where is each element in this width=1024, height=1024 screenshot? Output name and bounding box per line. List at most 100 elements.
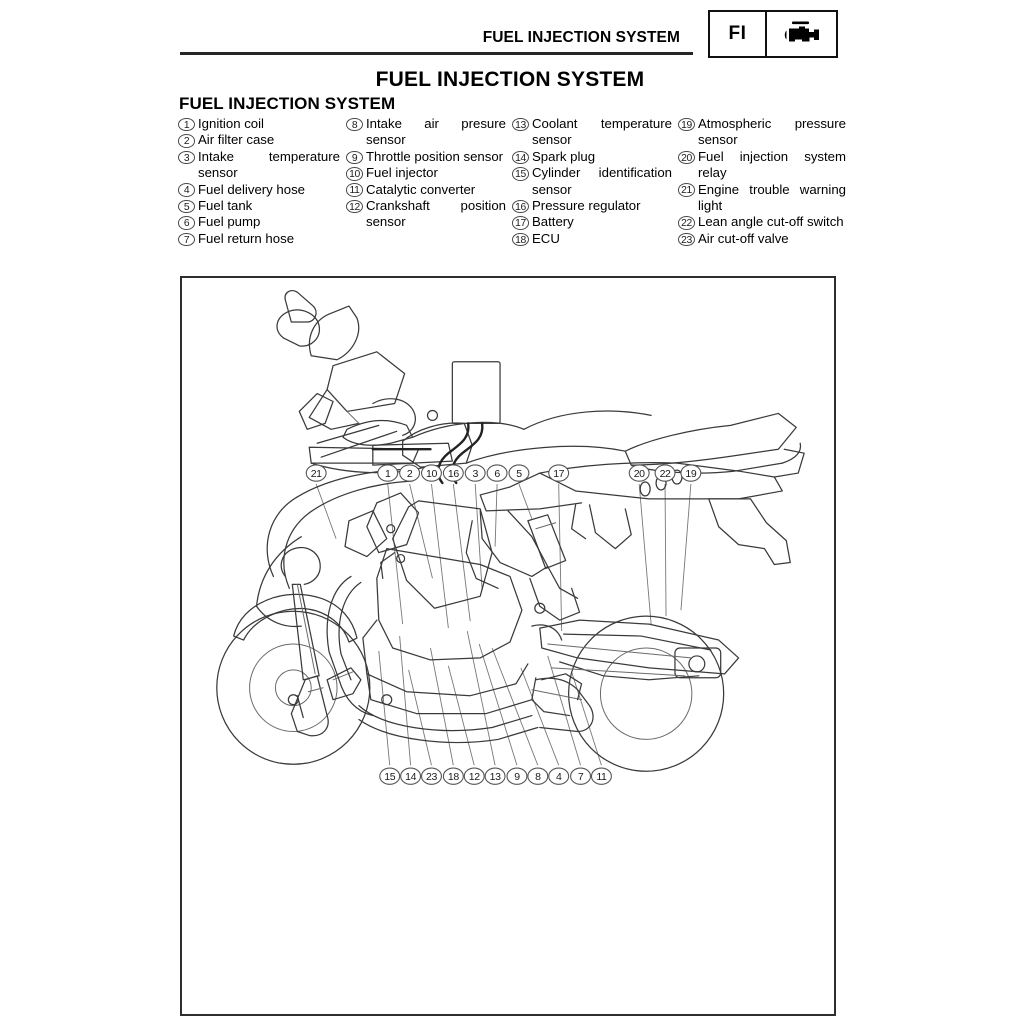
list-item: 10 Fuel injector xyxy=(346,165,506,181)
header-title: FUEL INJECTION SYSTEM xyxy=(482,29,680,46)
part-label: Fuel return hose xyxy=(198,230,295,246)
callout-number: 1 xyxy=(385,468,391,480)
callout-leader-line xyxy=(387,483,404,625)
part-number: 21 xyxy=(678,183,695,197)
page-header: FUEL INJECTION SYSTEM FI xyxy=(0,0,1024,62)
part-number: 8 xyxy=(346,117,363,132)
callout-marker: 18 xyxy=(442,767,464,785)
part-number: 6 xyxy=(178,216,195,230)
part-number: 13 xyxy=(512,117,529,132)
part-number: 9 xyxy=(346,150,363,165)
callout-number: 9 xyxy=(514,771,520,783)
part-number: 5 xyxy=(178,199,195,214)
callout-leader-line xyxy=(452,483,471,622)
callout-number: 16 xyxy=(448,468,459,480)
callout-marker: 22 xyxy=(654,464,676,482)
list-item: 5 Fuel tank xyxy=(178,198,340,214)
part-number: 1 xyxy=(178,117,195,132)
list-item: 23 Air cut-off valve xyxy=(678,231,846,247)
callout-marker: 4 xyxy=(548,767,570,785)
list-item: 4 Fuel delivery hose xyxy=(178,182,340,198)
part-number: 23 xyxy=(678,232,695,247)
list-item: 22 Lean angle cut-off switch xyxy=(678,214,846,230)
part-number: 3 xyxy=(178,150,195,165)
part-number: 14 xyxy=(512,150,529,165)
callout-leader-line xyxy=(638,483,652,625)
callout-number: 18 xyxy=(448,771,459,783)
callout-leader-line xyxy=(478,643,518,766)
part-label: Air filter case xyxy=(198,132,275,148)
list-item: 6 Fuel pump xyxy=(178,214,340,230)
callout-marker: 23 xyxy=(420,767,442,785)
callout-leader-line xyxy=(408,669,432,766)
list-item: 17 Battery xyxy=(512,214,672,230)
part-label: Fuel injector xyxy=(366,165,438,181)
callout-leader-line xyxy=(558,483,563,632)
callout-leader-line xyxy=(680,483,692,611)
part-label: ECU xyxy=(532,230,560,246)
parts-column-1: 1 Ignition coil 2 Air filter case 3 Inta… xyxy=(178,116,346,247)
part-label: Cylinder identification sensor xyxy=(532,165,672,197)
part-label: Battery xyxy=(532,214,574,230)
list-item: 19 Atmospheric pressure sensor xyxy=(678,116,846,149)
callout-leader-line xyxy=(518,483,533,519)
list-item: 18 ECU xyxy=(512,231,672,247)
parts-column-3: 13 Coolant temperature sensor 14 Spark p… xyxy=(512,116,678,247)
part-label: Engine trouble warning light xyxy=(698,181,846,214)
callout-number: 7 xyxy=(578,771,584,783)
callout-marker: 8 xyxy=(527,767,549,785)
callout-marker: 6 xyxy=(486,464,508,482)
part-number: 22 xyxy=(678,216,695,230)
callout-leader-line xyxy=(466,631,496,766)
callout-number: 15 xyxy=(384,771,395,783)
callout-number: 20 xyxy=(634,468,645,480)
callout-marker: 7 xyxy=(570,767,592,785)
callout-marker: 20 xyxy=(628,464,650,482)
part-number: 11 xyxy=(346,183,363,197)
callout-number: 21 xyxy=(311,468,322,480)
part-label: Intake temperature sensor xyxy=(198,148,340,181)
parts-legend: 1 Ignition coil 2 Air filter case 3 Inta… xyxy=(178,116,848,247)
callout-leader-lines xyxy=(315,483,692,766)
part-number: 17 xyxy=(512,216,529,230)
list-item: 9 Throttle position sensor xyxy=(346,149,506,165)
callout-marker: 12 xyxy=(463,767,485,785)
callout-number: 6 xyxy=(494,468,500,480)
part-label: Fuel delivery hose xyxy=(198,181,306,197)
callout-leader-line xyxy=(431,483,449,629)
callout-number: 4 xyxy=(556,771,562,783)
callout-number: 5 xyxy=(516,468,522,480)
motorcycle-outline xyxy=(216,289,805,772)
part-number: 19 xyxy=(678,117,695,132)
list-item: 1 Ignition coil xyxy=(178,116,340,132)
callout-marker: 10 xyxy=(420,464,442,482)
header-divider xyxy=(180,52,693,55)
callout-marker: 11 xyxy=(590,767,612,785)
list-item: 11 Catalytic converter xyxy=(346,182,506,198)
callout-leader-line xyxy=(409,483,433,579)
part-number: 4 xyxy=(178,183,195,197)
callout-leader-line xyxy=(399,636,412,766)
callout-marker: 9 xyxy=(506,767,528,785)
list-item: 20 Fuel injection system relay xyxy=(678,149,846,182)
page-title: FUEL INJECTION SYSTEM xyxy=(375,68,645,91)
fi-section-badge: FI xyxy=(708,10,838,58)
callout-marker: 19 xyxy=(680,464,702,482)
part-number: 2 xyxy=(178,134,195,148)
callout-number: 23 xyxy=(426,771,437,783)
parts-column-2: 8 Intake air presure sensor 9 Throttle p… xyxy=(346,116,512,247)
callout-marker: 14 xyxy=(400,767,422,785)
list-item: 7 Fuel return hose xyxy=(178,231,340,247)
callout-number: 8 xyxy=(535,771,541,783)
callout-marker: 17 xyxy=(548,464,570,482)
callout-leader-line xyxy=(447,665,475,766)
callout-number: 3 xyxy=(472,468,478,480)
part-label: Air cut-off valve xyxy=(698,230,789,246)
callout-marker: 13 xyxy=(484,767,506,785)
engine-icon xyxy=(767,12,836,56)
callout-number: 13 xyxy=(490,771,501,783)
list-item: 15 Cylinder identification sensor xyxy=(512,165,672,198)
